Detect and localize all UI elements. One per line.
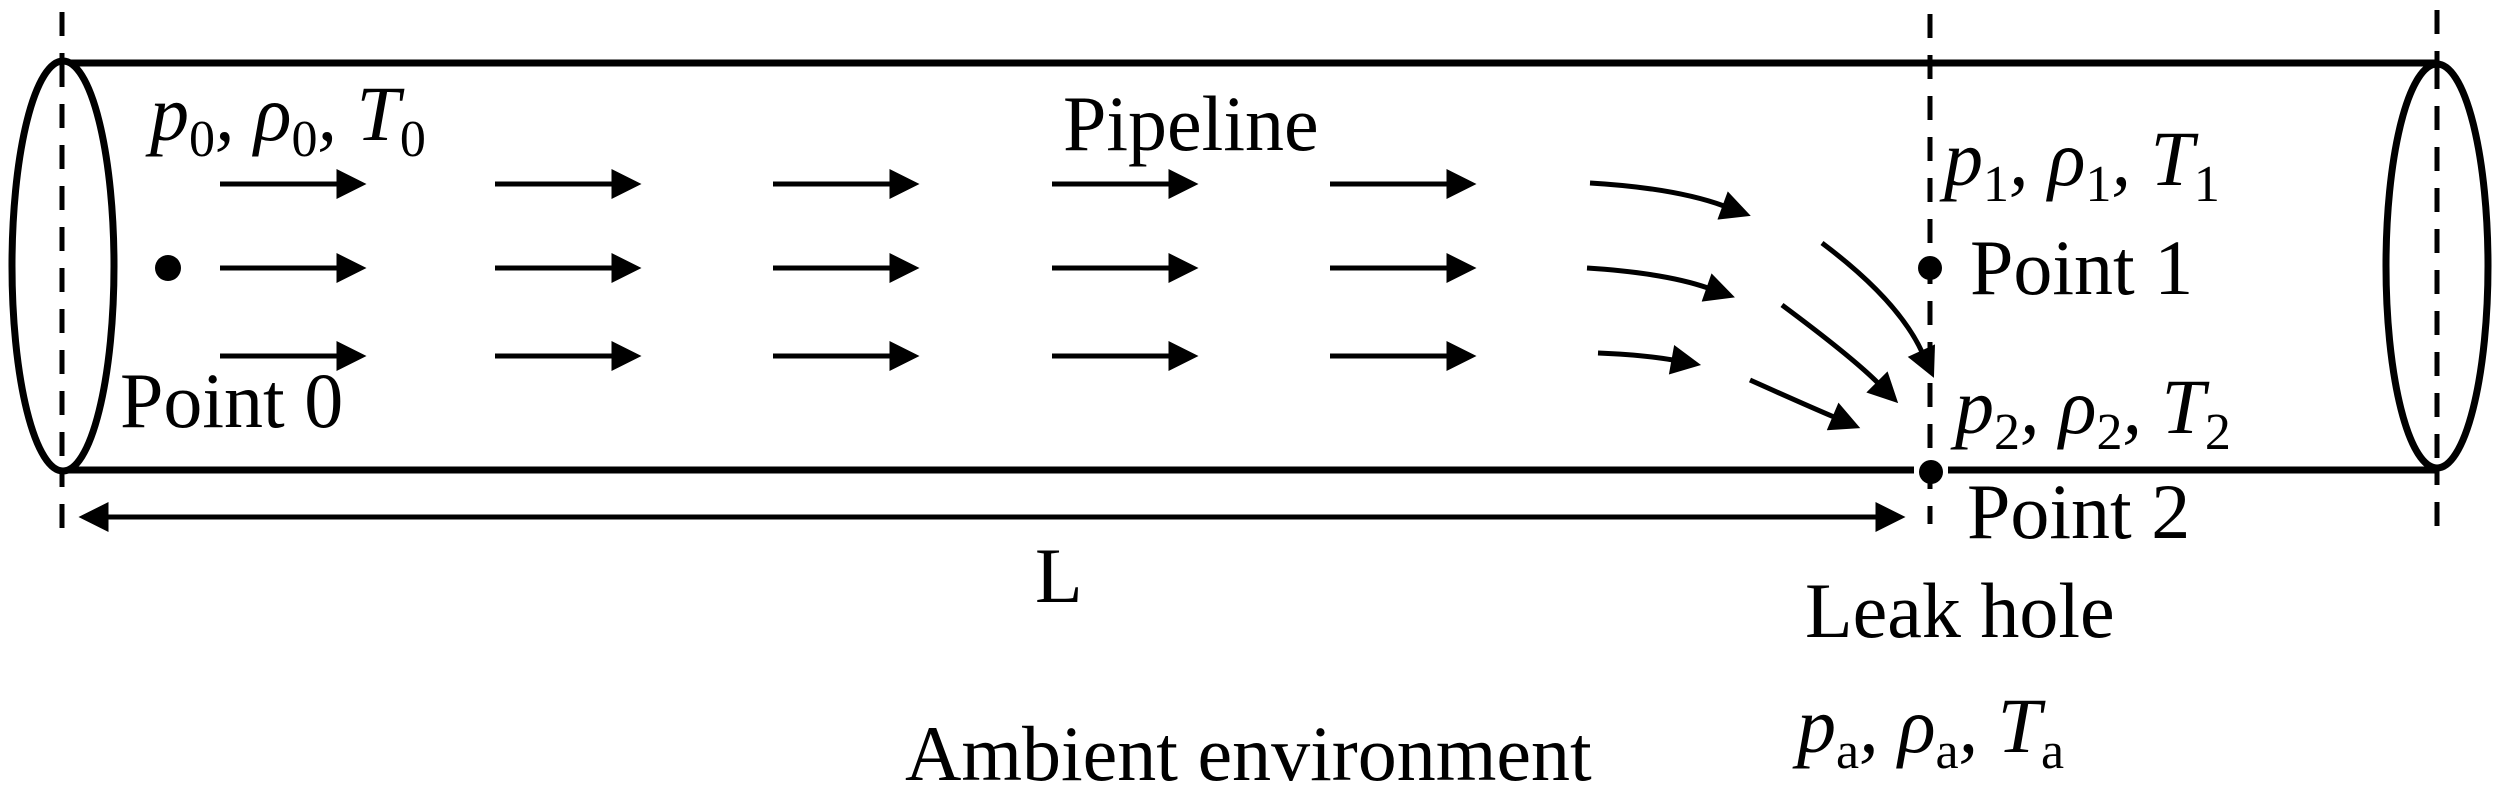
leak-flow-arrows: [1586, 180, 1935, 431]
leak-converging-arrow: [1820, 241, 1935, 378]
leak-hole-dot: [1919, 460, 1943, 484]
pipe-inlet-end-cap: [8, 57, 118, 475]
bending-flow-arrow: [1586, 265, 1735, 302]
point1-label: Point 1: [1970, 224, 2193, 311]
pipeline-title: Pipeline: [1063, 80, 1319, 167]
state-label-point0: p0, ρ0, T0: [145, 70, 426, 168]
point1-dot: [1918, 256, 1942, 280]
point0-label: Point 0: [120, 357, 343, 444]
length-label: L: [1035, 532, 1083, 619]
leak-converging-arrow: [1780, 302, 1899, 404]
pipe-outlet-end-cap: [2382, 60, 2492, 472]
point2-label: Point 2: [1967, 468, 2190, 555]
ambient-environment-label: Ambient environment: [905, 710, 1592, 797]
bending-flow-arrow: [1589, 180, 1751, 220]
leak-hole-label: Leak hole: [1805, 567, 2115, 654]
leak-converging-arrow: [1748, 377, 1861, 431]
state-label-point1: p1, ρ1, T1: [1939, 115, 2220, 213]
state-label-ambient: pa, ρa, Ta: [1792, 682, 2064, 780]
state-label-point2: p2, ρ2, T2: [1950, 363, 2231, 461]
point0-dot: [155, 255, 181, 281]
bending-flow-arrow: [1597, 344, 1702, 375]
flow-arrow-grid: [220, 169, 1477, 371]
